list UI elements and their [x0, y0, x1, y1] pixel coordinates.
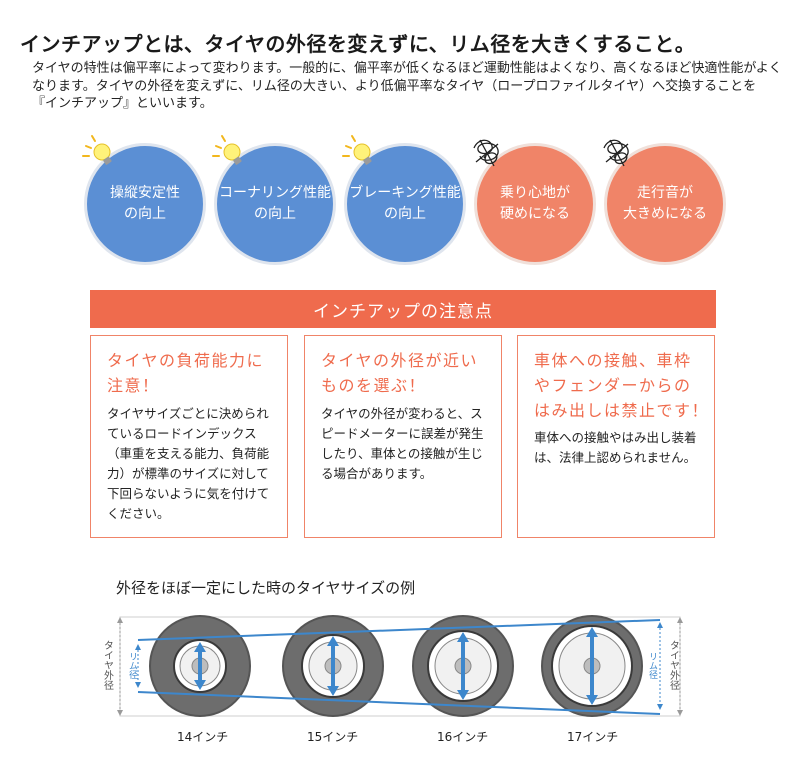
outer-diameter-label-right: タイヤ外径 — [668, 640, 680, 690]
lightbulb-icon — [342, 135, 372, 165]
notice-title-bar: インチアップの注意点 — [90, 290, 716, 328]
notice-card-body: タイヤサイズごとに決められているロードインデックス（車重を支える能力、負荷能力）… — [107, 406, 270, 521]
rim-diameter-label-right: リム径 — [647, 652, 658, 679]
rim-diameter-label-left: リム径 — [127, 652, 138, 679]
notice-card-body-contact: 車体への接触、車枠 やフェンダーからの はみ出しは禁止です！ 車体への接触やはみ… — [517, 335, 715, 538]
notice-card-heading: タイヤの負荷能力に 注意！ — [107, 351, 265, 395]
outer-diameter-label-left: タイヤ外径 — [102, 640, 114, 690]
scribble-icon — [473, 139, 499, 167]
rim-trend-lines — [137, 619, 661, 715]
tire-size-label: 14インチ — [177, 730, 229, 744]
lightbulb-icon — [212, 135, 242, 165]
notice-card-body: タイヤの外径が変わると、スピードメーターに誤差が発生したり、車体との接触が生じる… — [321, 406, 484, 481]
intro-text: タイヤの特性は偏平率によって変わります。一般的に、偏平率が低くなるほど運動性能は… — [32, 61, 782, 111]
scribble-icon — [603, 139, 629, 167]
page-title: インチアップとは、タイヤの外径を変えずに、リム径を大きくすること。 — [20, 32, 696, 56]
effect-road-noise: 走行音が 大きめになる — [604, 143, 726, 265]
effect-ride-comfort: 乗り心地が 硬めになる — [474, 143, 596, 265]
tire-size-label: 15インチ — [307, 730, 359, 744]
notice-card-outer-diameter: タイヤの外径が近い ものを選ぶ！ タイヤの外径が変わると、スピードメーターに誤差… — [304, 335, 502, 538]
notice-card-heading: 車体への接触、車枠 やフェンダーからの はみ出しは禁止です！ — [534, 351, 710, 420]
effect-cornering: コーナリング性能 の向上 — [214, 143, 336, 265]
lightbulb-icon — [82, 135, 112, 165]
notice-card-body: 車体への接触やはみ出し装着は、法律上認められません。 — [534, 430, 697, 465]
notice-card-load-capacity: タイヤの負荷能力に 注意！ タイヤサイズごとに決められているロードインデックス（… — [90, 335, 288, 538]
tire-size-label: 17インチ — [567, 730, 619, 744]
tire-size-label: 16インチ — [437, 730, 489, 744]
effect-braking: ブレーキング性能 の向上 — [344, 143, 466, 265]
rim-arrows — [198, 633, 594, 699]
effect-steering-stability: 操縦安定性 の向上 — [84, 143, 206, 265]
notice-card-heading: タイヤの外径が近い ものを選ぶ！ — [321, 351, 479, 395]
tire-size-diagram: タイヤ外径 リム径 リム径 タイヤ外径 — [102, 615, 683, 717]
example-title: 外径をほぼ一定にした時のタイヤサイズの例 — [116, 579, 416, 597]
